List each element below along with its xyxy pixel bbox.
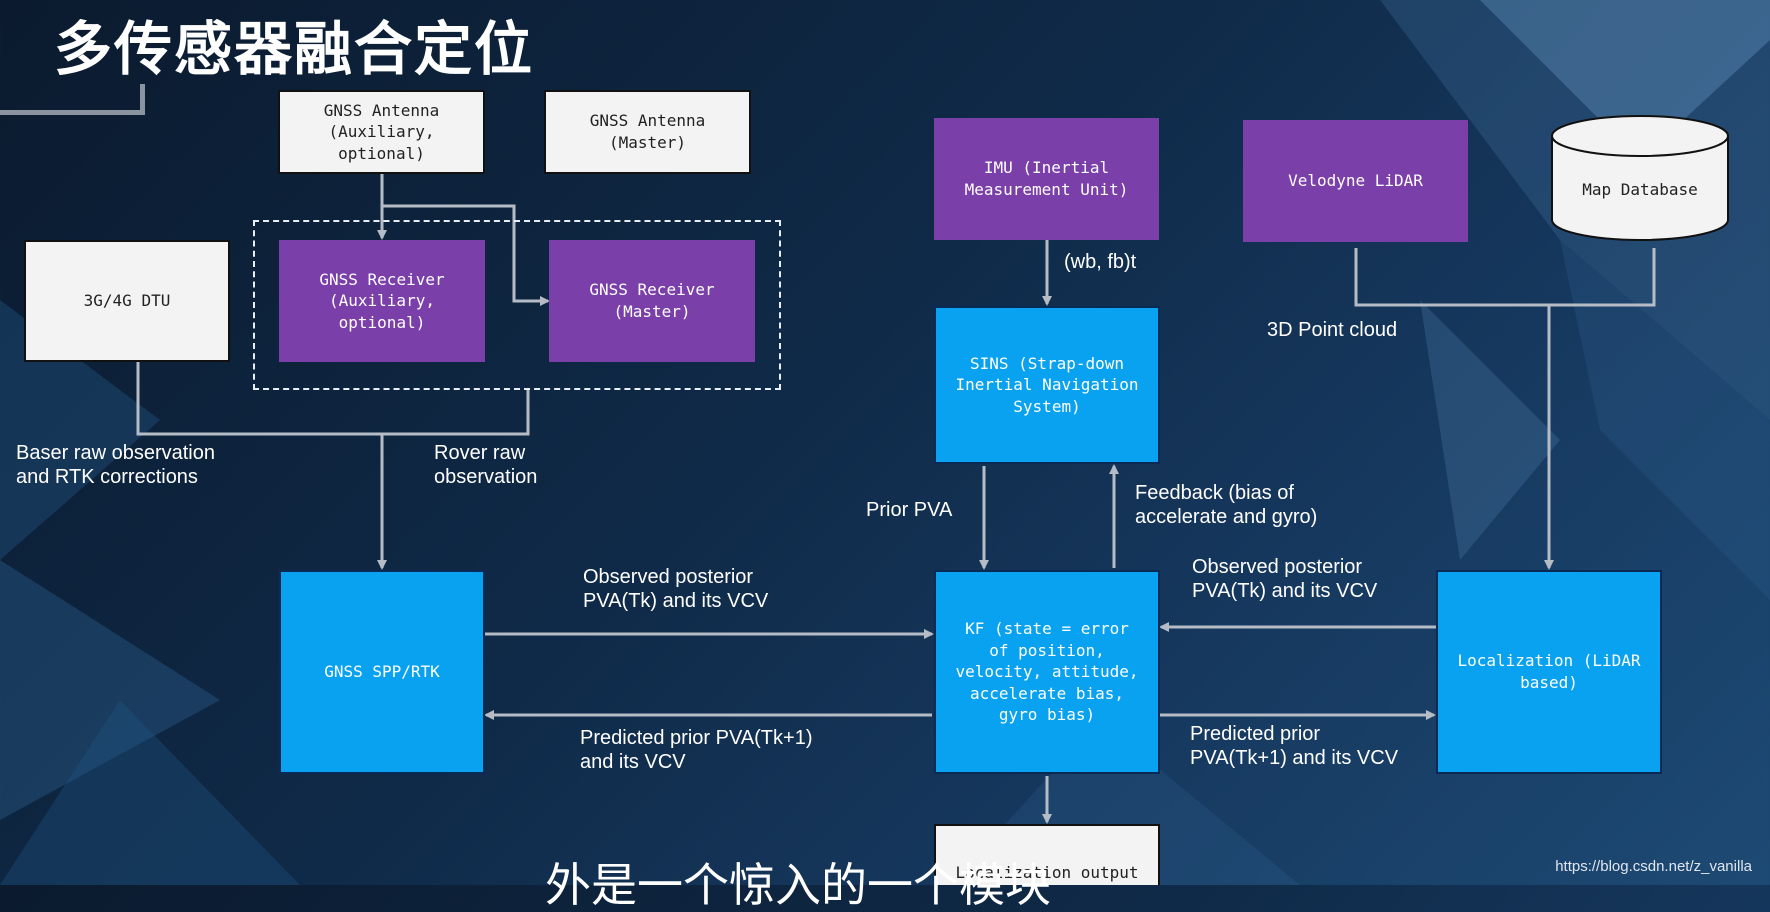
receiver-group-dashed-border	[253, 220, 781, 390]
velodyne-lidar-box: Velodyne LiDAR	[1243, 120, 1468, 242]
gnss-antenna-master: GNSS Antenna (Master)	[544, 90, 751, 174]
sins-box: SINS (Strap-down Inertial Navigation Sys…	[934, 306, 1160, 464]
bottom-subtitle: 外是一个惊入的一个模块	[545, 858, 1051, 912]
dtu-box: 3G/4G DTU	[24, 240, 230, 362]
line-lidar-down	[1354, 248, 1549, 307]
gnss-receiver-master: GNSS Receiver (Master)	[549, 240, 755, 362]
label-wb-fb: (wb, fb)t	[1064, 251, 1137, 273]
label-baser-raw-observation: Baser raw observation and RTK correction…	[16, 442, 215, 488]
connector-lines	[136, 115, 1729, 824]
label-3d-point-cloud: 3D Point cloud	[1267, 319, 1398, 341]
watermark: https://blog.csdn.net/z_vanilla	[1555, 858, 1752, 875]
label-observed-posterior-right: Observed posterior PVA(Tk) and its VCV	[1192, 556, 1378, 602]
gnss-spp-rtk-box: GNSS SPP/RTK	[279, 570, 485, 774]
map-database-label: Map Database	[1582, 180, 1698, 200]
label-predicted-prior-right: Predicted prior PVA(Tk+1) and its VCV	[1190, 723, 1399, 769]
imu-box: IMU (Inertial Measurement Unit)	[934, 118, 1159, 240]
gnss-receiver-auxiliary: GNSS Receiver (Auxiliary, optional)	[279, 240, 485, 362]
line-dtu-down	[136, 360, 382, 436]
background-pattern	[0, 0, 1770, 885]
line-receiver-box-down	[382, 388, 530, 436]
title-underline-bracket	[0, 84, 145, 115]
label-feedback: Feedback (bias of accelerate and gyro)	[1135, 482, 1318, 528]
label-rover-raw-observation: Rover raw observation	[434, 442, 538, 488]
label-prior-pva: Prior PVA	[866, 499, 953, 521]
label-observed-posterior-left: Observed posterior PVA(Tk) and its VCV	[583, 566, 769, 612]
label-predicted-prior-left: Predicted prior PVA(Tk+1) and its VCV	[580, 727, 813, 773]
line-map-down	[1549, 248, 1656, 307]
localization-lidar-box: Localization (LiDAR based)	[1436, 570, 1662, 774]
map-database-cylinder	[1551, 115, 1729, 241]
arrow-antenna-aux-to-receiver-master	[382, 204, 550, 306]
page-title: 多传感器融合定位	[54, 15, 535, 83]
localization-output-box: Localization output	[934, 824, 1160, 885]
kf-box: KF (state = error of position, velocity,…	[934, 570, 1160, 774]
gnss-antenna-auxiliary: GNSS Antenna (Auxiliary, optional)	[278, 90, 485, 174]
